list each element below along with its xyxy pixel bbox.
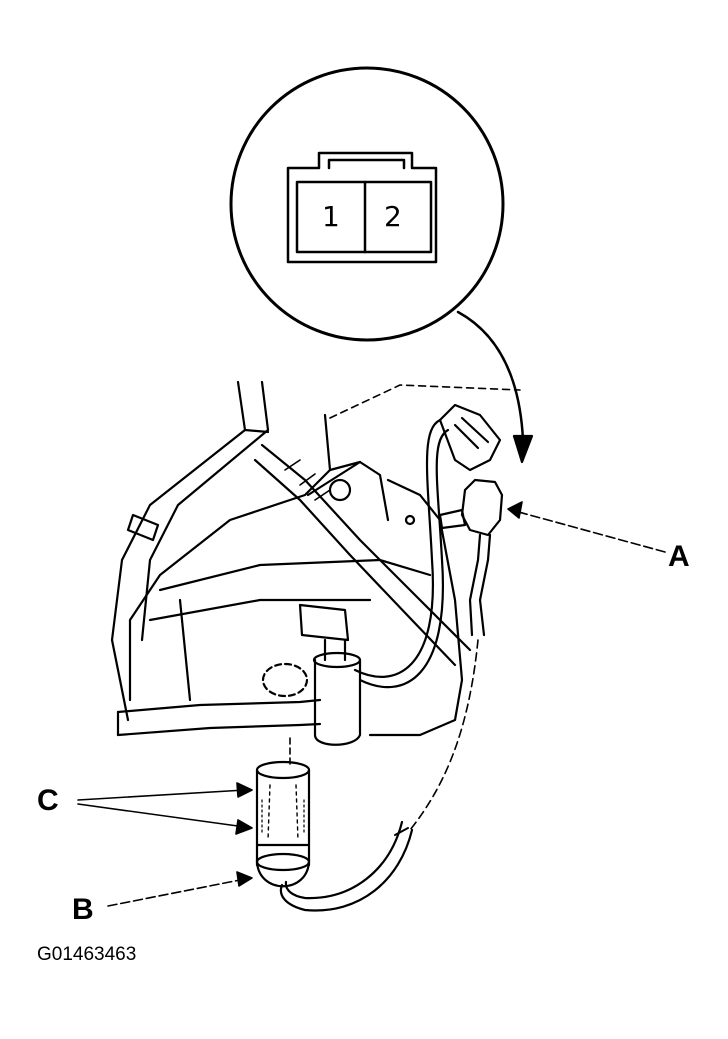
filter-b [255, 760, 311, 888]
assembly-drawing [110, 380, 521, 912]
figure-id: G01463463 [37, 944, 137, 965]
connector-face [286, 151, 438, 264]
sensor-a [460, 478, 504, 537]
callout-leaders [77, 501, 666, 907]
harness-tube [260, 443, 472, 652]
drain-tube [409, 639, 479, 831]
leader-a [514, 510, 666, 553]
main-housing [128, 413, 332, 702]
leader-c-lower [77, 803, 246, 828]
connector-pin-1: 1 [322, 200, 340, 233]
lower-bracket [116, 698, 322, 714]
pump-motor [313, 658, 362, 746]
leader-c-upper [77, 789, 246, 801]
tank-body [368, 478, 464, 737]
housing-top-edge [329, 384, 521, 419]
magnifier-circle [229, 66, 505, 342]
leader-b [107, 878, 246, 907]
callout-b-label: B [72, 893, 94, 926]
detail-pointer-arrow [456, 310, 525, 442]
connector-pin-2: 2 [384, 200, 402, 233]
detail-pointer-arrowhead [512, 434, 534, 464]
callout-c-label: C [37, 784, 59, 817]
callout-a-label: A [668, 540, 690, 573]
upper-connector [438, 403, 502, 472]
connector-detail-view: 1 2 [229, 66, 534, 464]
frame-left [110, 380, 247, 722]
harness-wire-loop [353, 418, 442, 678]
